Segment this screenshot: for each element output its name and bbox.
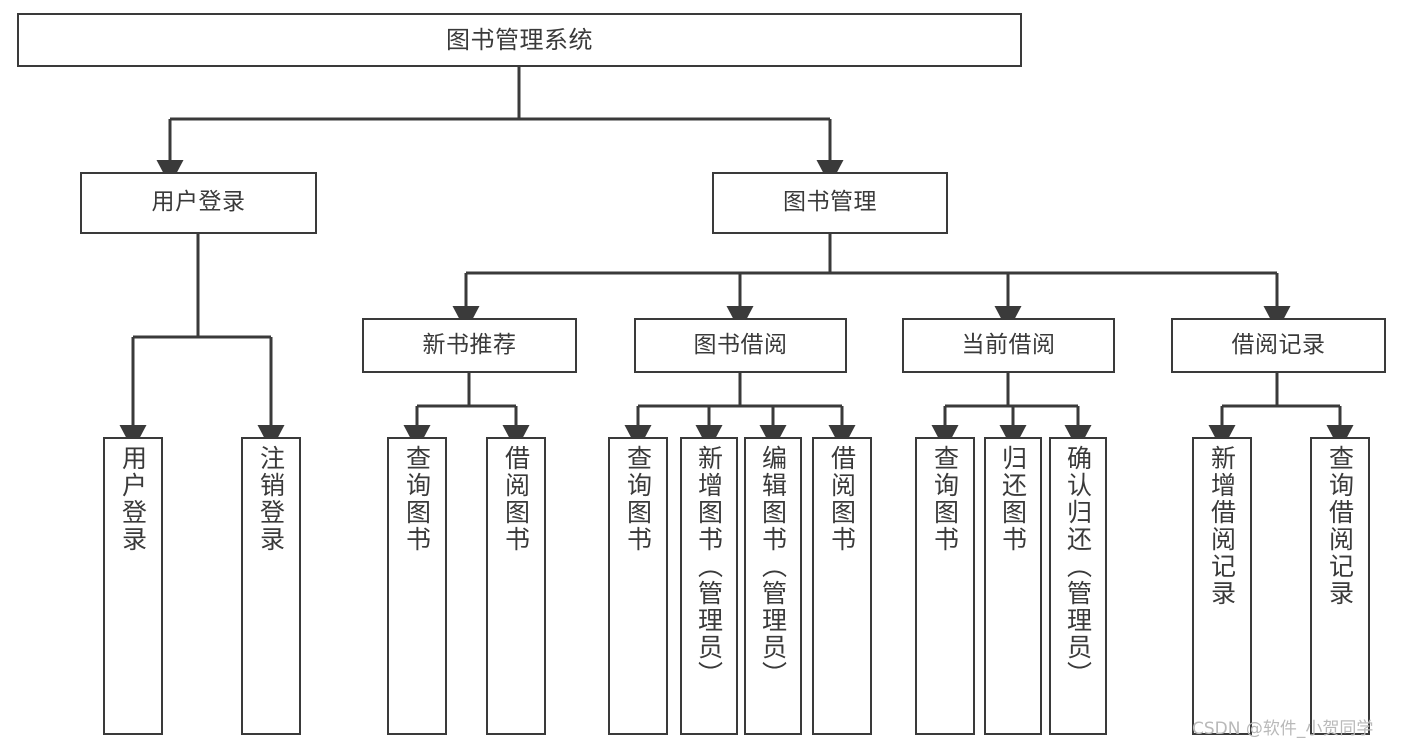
node-label: 用户登录 bbox=[151, 189, 246, 216]
node-label: 查询图书 bbox=[402, 445, 432, 553]
node-label: 新增图书（管理员） bbox=[694, 445, 724, 688]
node-label: 借阅图书 bbox=[827, 445, 857, 553]
node-label: 归还图书 bbox=[998, 445, 1028, 553]
leaf-book-borrow-add-book-admin[interactable]: 新增图书（管理员） bbox=[680, 437, 738, 735]
leaf-new-book-borrow-books[interactable]: 借阅图书 bbox=[486, 437, 546, 735]
node-label: 图书管理 bbox=[783, 189, 877, 216]
leaf-new-book-query-books[interactable]: 查询图书 bbox=[387, 437, 447, 735]
node-label: 新增借阅记录 bbox=[1207, 445, 1237, 607]
node-label: 查询图书 bbox=[930, 445, 960, 553]
node-label: 新书推荐 bbox=[422, 331, 517, 358]
node-user-login[interactable]: 用户登录 bbox=[80, 172, 317, 234]
leaf-book-borrow-borrow-books[interactable]: 借阅图书 bbox=[812, 437, 872, 735]
leaf-borrow-records-add-record[interactable]: 新增借阅记录 bbox=[1192, 437, 1252, 735]
node-label: 确认归还（管理员） bbox=[1063, 445, 1093, 688]
node-label: 借阅记录 bbox=[1231, 331, 1326, 358]
node-label: 图书管理系统 bbox=[446, 25, 593, 54]
leaf-current-borrow-return-books[interactable]: 归还图书 bbox=[984, 437, 1042, 735]
node-book-management[interactable]: 图书管理 bbox=[712, 172, 948, 234]
node-label: 注销登录 bbox=[256, 445, 286, 553]
node-current-borrow[interactable]: 当前借阅 bbox=[902, 318, 1115, 373]
node-label: 当前借阅 bbox=[961, 331, 1056, 358]
leaf-book-borrow-query-books[interactable]: 查询图书 bbox=[608, 437, 668, 735]
leaf-book-borrow-edit-book-admin[interactable]: 编辑图书（管理员） bbox=[744, 437, 802, 735]
node-root-book-management-system[interactable]: 图书管理系统 bbox=[17, 13, 1022, 67]
leaf-borrow-records-query-record[interactable]: 查询借阅记录 bbox=[1310, 437, 1370, 735]
node-label: 查询借阅记录 bbox=[1325, 445, 1355, 607]
leaf-user-login-logout[interactable]: 注销登录 bbox=[241, 437, 301, 735]
node-borrow-records[interactable]: 借阅记录 bbox=[1171, 318, 1386, 373]
node-new-book-recommend[interactable]: 新书推荐 bbox=[362, 318, 577, 373]
watermark-text: CSDN @软件_小贺同学 bbox=[1192, 719, 1374, 739]
node-label: 借阅图书 bbox=[501, 445, 531, 553]
leaf-current-borrow-query-books[interactable]: 查询图书 bbox=[915, 437, 975, 735]
leaf-user-login-login[interactable]: 用户登录 bbox=[103, 437, 163, 735]
node-label: 用户登录 bbox=[118, 445, 148, 553]
node-label: 编辑图书（管理员） bbox=[758, 445, 788, 688]
node-label: 图书借阅 bbox=[693, 331, 788, 358]
node-book-borrow[interactable]: 图书借阅 bbox=[634, 318, 847, 373]
leaf-current-borrow-confirm-return-admin[interactable]: 确认归还（管理员） bbox=[1049, 437, 1107, 735]
node-label: 查询图书 bbox=[623, 445, 653, 553]
